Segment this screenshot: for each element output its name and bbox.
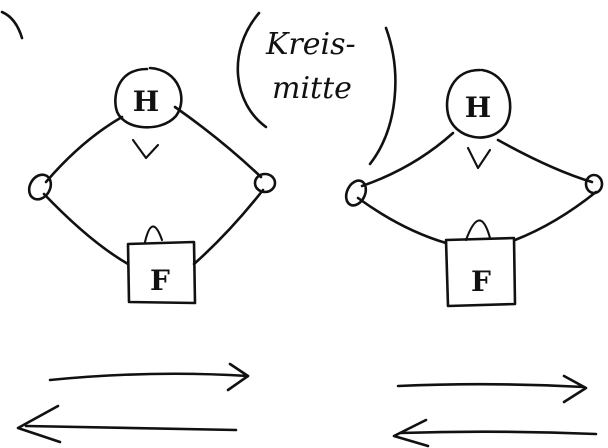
right-edge-upper-left: [362, 133, 453, 186]
left-edge-upper-right: [175, 107, 261, 177]
left-arrow-left-shaft: [26, 426, 236, 430]
right-diamond-figure: H F: [342, 70, 602, 306]
stray-stroke: [2, 12, 22, 38]
right-arrow-right-head: [564, 376, 586, 402]
left-joint-right: [255, 174, 275, 192]
left-arrow-left-head: [18, 406, 60, 442]
right-edge-upper-right: [498, 140, 592, 182]
right-edge-lower-right: [515, 192, 596, 240]
left-edge-upper-left: [46, 117, 122, 182]
note-line-1: Kreis-: [265, 27, 356, 62]
annotation: Kreis- mitte: [238, 13, 396, 164]
arrows-right: [394, 376, 596, 446]
right-arrow-left-shaft: [400, 432, 596, 434]
right-top-wedge: [468, 148, 490, 168]
note-right-bracket: [370, 28, 395, 164]
right-joint-right: [586, 175, 602, 193]
left-arrow-right-head: [228, 364, 248, 390]
left-top-wedge: [133, 140, 158, 158]
arrows-left: [18, 364, 248, 442]
right-arrow-right-shaft: [398, 384, 584, 387]
right-edge-lower-left: [358, 198, 446, 243]
left-arrow-right-shaft: [50, 374, 248, 380]
right-top-node-label: H: [465, 91, 491, 124]
right-bottom-wedge: [466, 220, 490, 240]
left-bottom-node-label: F: [150, 264, 170, 297]
right-bottom-node-label: F: [471, 265, 491, 298]
note-line-2: mitte: [272, 71, 352, 106]
left-edge-lower-left: [44, 194, 128, 264]
note-left-bracket: [238, 13, 266, 127]
left-top-node-label: H: [133, 85, 159, 118]
left-diamond-figure: H F: [25, 68, 275, 303]
left-bottom-wedge: [145, 226, 162, 242]
left-edge-lower-right: [194, 190, 263, 264]
